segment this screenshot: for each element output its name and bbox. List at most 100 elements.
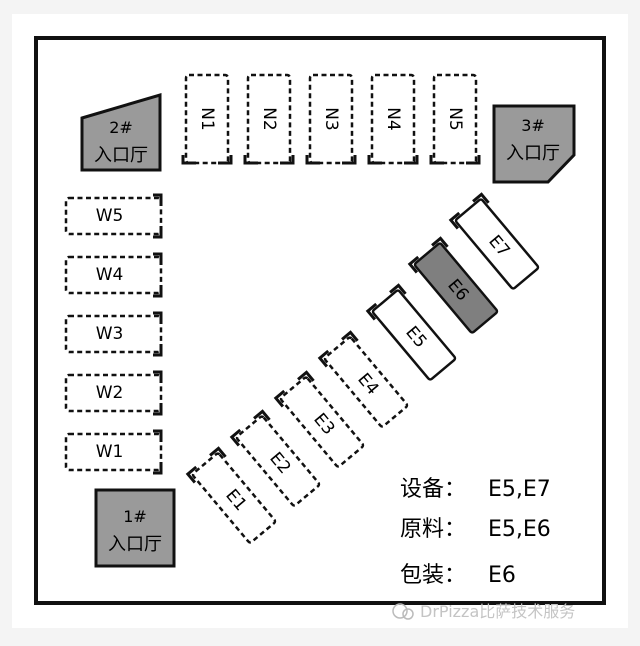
entrance-hall-3-shape [492,104,576,184]
unit-e6-outline [413,242,499,334]
unit-w4: W4 [64,252,163,298]
legend: 设备： E5,E7 原料： E5,E6 包装： E6 [400,477,551,588]
unit-w3: W3 [64,311,163,357]
entrance-hall-1: 1# 入口厅 [94,488,176,568]
unit-e1-tab-bottom [185,465,198,484]
unit-n4-outline [370,73,416,165]
unit-w2-tab-bottom [153,403,163,416]
unit-n1-tab-left [181,155,196,165]
entrance-hall-3-label: 入口厅 [506,143,560,164]
unit-n4-tab-right [404,155,419,165]
unit-e5-tab-top [389,283,407,295]
unit-e1-tab-top [209,446,227,458]
unit-w2-outline [64,373,163,413]
unit-e6-tab-bottom [407,255,420,274]
legend-key-materials: 原料： [400,517,466,542]
unit-n5-tab-left [429,155,444,165]
unit-n4-label: N4 [383,107,403,131]
unit-n2-tab-right [280,155,295,165]
watermark-logo-icon [392,603,408,619]
unit-e6: E6 [407,236,499,334]
unit-n3-outline [308,73,354,165]
watermark-text: DrPizza比萨技术服务 [420,602,575,621]
unit-w3-label: W3 [96,324,124,344]
unit-w1-label: W1 [96,442,124,462]
unit-n2-outline [246,73,292,165]
unit-w1-outline [64,432,163,472]
unit-w5-outline [64,196,163,236]
unit-w1: W1 [64,429,163,475]
legend-value-packaging: E6 [488,563,516,588]
entrance-hall-1-shape [94,488,176,568]
unit-n4: N4 [367,73,419,165]
unit-w2-label: W2 [96,383,124,403]
unit-n1: N1 [181,73,233,165]
unit-e7-tab-bottom [448,211,461,230]
unit-w4-label: W4 [96,265,124,285]
watermark-logo-icon-2 [402,608,414,620]
unit-e5: E5 [365,283,457,381]
entrance-hall-2-label: 入口厅 [94,145,148,166]
unit-e2: E2 [229,409,321,507]
unit-w5-tab-top [153,193,163,206]
unit-n2-label: N2 [259,107,279,131]
unit-n3-label: N3 [321,107,341,131]
unit-e7-outline [454,198,540,290]
unit-n1-outline [184,73,230,165]
unit-n5-label: N5 [445,107,465,131]
unit-e4-tab-bottom [317,349,330,368]
unit-e7: E7 [448,192,540,290]
entrance-hall-3-number: 3# [521,116,545,135]
unit-w1-tab-bottom [153,462,163,475]
unit-n3-tab-right [342,155,357,165]
unit-w3-tab-bottom [153,344,163,357]
unit-n5-tab-right [466,155,481,165]
unit-w4-tab-bottom [153,285,163,298]
north-row: N1 N2 N3 N4 N5 [181,73,481,165]
building-outline [34,36,606,605]
unit-w5-label: W5 [96,206,124,226]
unit-e2-tab-bottom [229,428,242,447]
unit-w2-tab-top [153,370,163,383]
entrance-hall-1-label: 入口厅 [108,534,162,555]
unit-n2: N2 [243,73,295,165]
unit-e2-tab-top [253,409,271,421]
unit-n5: N5 [429,73,481,165]
unit-n5-outline [432,73,478,165]
watermark: DrPizza比萨技术服务 [392,602,575,621]
legend-key-equipment: 设备： [400,477,466,502]
unit-w3-tab-top [153,311,163,324]
unit-e3-tab-top [297,370,315,382]
unit-n2-tab-left [243,155,258,165]
unit-w2: W2 [64,370,163,416]
unit-e5-outline [371,289,457,381]
entrance-hall-2-number: 2# [109,118,133,137]
entrance-hall-2: 2# 入口厅 [80,92,162,172]
unit-e3-tab-bottom [273,389,286,408]
unit-w3-outline [64,314,163,354]
legend-value-equipment: E5,E7 [488,477,551,502]
entrance-hall-2-shape [80,92,162,172]
unit-e7-tab-top [472,192,490,204]
unit-n3: N3 [305,73,357,165]
unit-e5-tab-bottom [365,302,378,321]
unit-n1-tab-right [218,155,233,165]
unit-e1: E1 [185,446,277,544]
unit-w5: W5 [64,193,163,239]
entrance-hall-1-number: 1# [123,507,147,526]
unit-n4-tab-left [367,155,382,165]
legend-key-packaging: 包装： [400,563,466,588]
entrance-hall-3: 3# 入口厅 [492,104,576,184]
unit-n3-tab-left [305,155,320,165]
unit-n1-label: N1 [197,107,217,131]
unit-e6-tab-top [431,236,449,248]
unit-e4-tab-top [341,330,359,342]
legend-value-materials: E5,E6 [488,517,551,542]
unit-w5-tab-bottom [153,226,163,239]
unit-w4-outline [64,255,163,295]
unit-w4-tab-top [153,252,163,265]
